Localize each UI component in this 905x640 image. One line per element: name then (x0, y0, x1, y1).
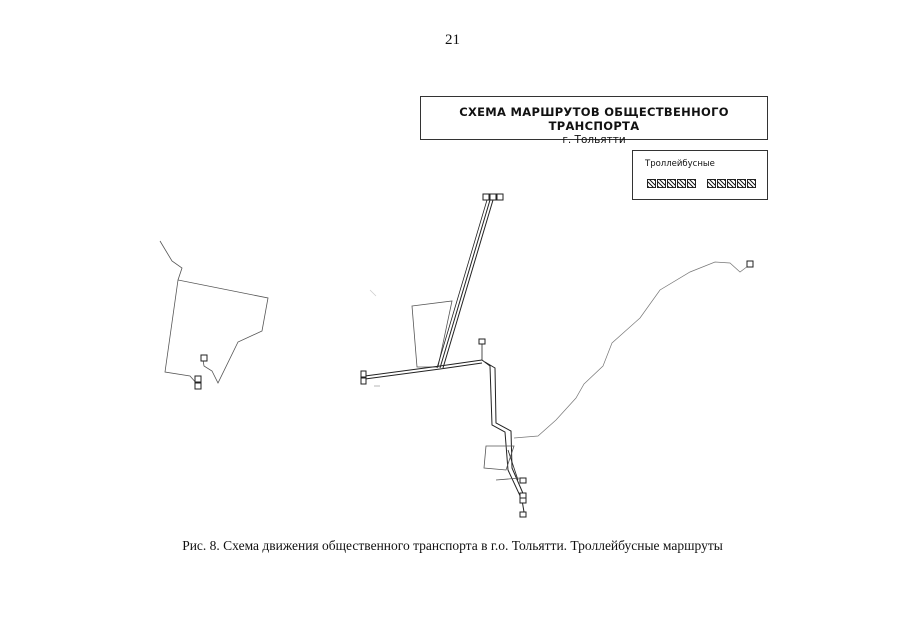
legend-route-swatch (647, 179, 656, 188)
terminal-stop (200, 354, 208, 362)
legend-route-swatch (727, 179, 736, 188)
terminal-stop (746, 260, 754, 268)
terminal-stop (194, 375, 202, 383)
terminal-stop (360, 377, 367, 385)
page-number: 21 (445, 32, 460, 48)
route-west (364, 362, 483, 380)
terminal-stop (519, 477, 527, 484)
district-boundary-center (411, 300, 453, 368)
terminal-stop (482, 193, 490, 201)
legend-route-swatch (677, 179, 686, 188)
terminal-stop (360, 370, 367, 378)
route-south (481, 359, 525, 513)
terminal-stop (519, 492, 527, 499)
map-city: г. Тольятти (562, 134, 626, 146)
route-south (484, 361, 526, 499)
route-north-trunk (436, 199, 488, 369)
terminal-stop (519, 497, 527, 504)
legend-title: Троллейбусные (645, 159, 715, 169)
legend-route-swatch (737, 179, 746, 188)
figure-caption: Рис. 8. Схема движения общественного тра… (182, 538, 723, 553)
legend-route-swatch (747, 179, 756, 188)
legend-route-swatch (687, 179, 696, 188)
legend-route-swatch (667, 179, 676, 188)
terminal-stop (194, 382, 202, 390)
legend-route-swatch (657, 179, 666, 188)
route-west (364, 359, 483, 377)
route-north-trunk (439, 199, 491, 369)
map-legend: Троллейбусные (632, 150, 768, 200)
route-south-branch (507, 449, 519, 481)
faint-mark (369, 289, 377, 297)
map-title-box: СХЕМА МАРШРУТОВ ОБЩЕСТВЕННОГО ТРАНСПОРТА… (420, 96, 768, 146)
terminal-stop (489, 193, 497, 201)
map-title: СХЕМА МАРШРУТОВ ОБЩЕСТВЕННОГО ТРАНСПОРТА (459, 105, 729, 133)
terminal-stop (478, 338, 486, 345)
road-east (513, 261, 749, 439)
legend-route-swatch (717, 179, 726, 188)
route-north-trunk (442, 199, 494, 369)
district-boundary-left (159, 240, 269, 386)
terminal-stop (496, 193, 504, 201)
legend-route-swatch (707, 179, 716, 188)
terminal-stop (519, 511, 527, 518)
district-boundary-south (483, 445, 521, 481)
legend-route-swatches (647, 179, 757, 198)
